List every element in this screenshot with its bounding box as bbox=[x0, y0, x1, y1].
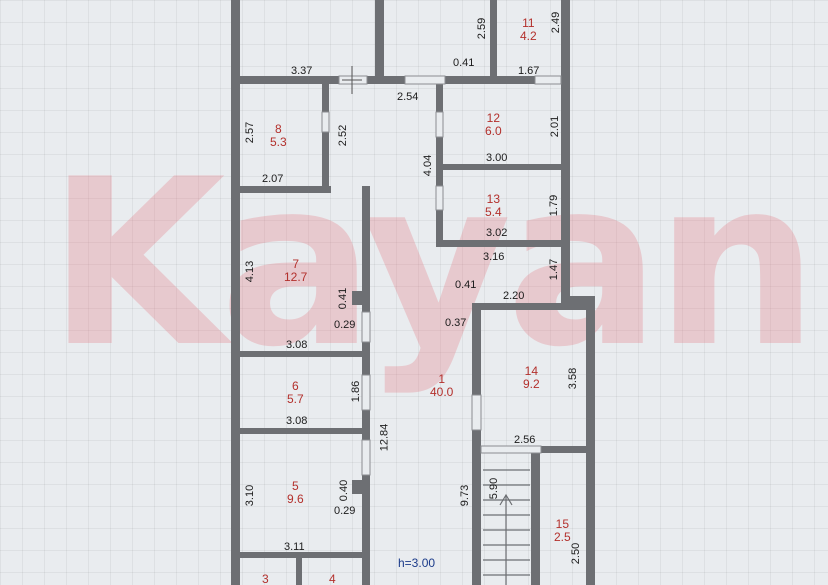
wall-outer-step bbox=[561, 296, 595, 304]
wall-room-15-left bbox=[531, 453, 540, 585]
wall-room-12-bottom bbox=[443, 164, 561, 170]
dim-label: 2.07 bbox=[262, 173, 284, 185]
dim-label: 0.29 bbox=[334, 319, 356, 331]
dim-label: 3.00 bbox=[486, 152, 508, 164]
dim-label: 2.59 bbox=[476, 17, 489, 40]
room-3-label: 3 bbox=[262, 572, 269, 585]
wall-room-8-bottom bbox=[231, 186, 331, 193]
ceiling-height-label: h=3.00 bbox=[398, 556, 436, 570]
room-4-label: 4 bbox=[329, 572, 336, 585]
door-room-5 bbox=[361, 439, 371, 476]
dim-label: 3.08 bbox=[286, 339, 308, 351]
dim-label: 5.90 bbox=[488, 477, 501, 500]
door-room-13 bbox=[435, 185, 444, 211]
dim-label: 2.01 bbox=[549, 115, 562, 138]
door-room-6 bbox=[361, 374, 371, 411]
staircase bbox=[483, 469, 530, 585]
wall-room-12-left bbox=[436, 84, 443, 246]
column-b bbox=[352, 480, 362, 494]
dim-label: 0.41 bbox=[337, 287, 350, 310]
door-room-14 bbox=[471, 394, 482, 431]
wall-outer-right-upper bbox=[561, 0, 570, 300]
dim-label: 4.13 bbox=[244, 260, 257, 283]
door-room-7 bbox=[361, 311, 371, 343]
dim-label: 3.02 bbox=[486, 227, 508, 239]
dim-label: 2.56 bbox=[514, 434, 536, 446]
dim-label: 0.40 bbox=[338, 479, 351, 502]
dim-label: 2.52 bbox=[337, 124, 350, 147]
dim-label: 3.37 bbox=[291, 65, 313, 77]
dim-label: 3.10 bbox=[244, 484, 257, 507]
dim-label: 1.79 bbox=[548, 194, 561, 217]
dim-label: 0.41 bbox=[453, 57, 475, 69]
dim-label: 2.54 bbox=[397, 91, 419, 103]
dim-label: 3.11 bbox=[284, 541, 305, 553]
wall-outer-left bbox=[231, 0, 240, 585]
door-room-11 bbox=[534, 75, 562, 85]
dim-label: 2.49 bbox=[550, 11, 563, 34]
wall-room-14-top bbox=[472, 303, 592, 310]
dim-label: 3.08 bbox=[286, 415, 308, 427]
dim-label: 12.84 bbox=[378, 423, 391, 452]
wall-room-14-left bbox=[472, 303, 481, 585]
wall-top-partition bbox=[375, 0, 384, 80]
door-room-8 bbox=[321, 111, 330, 133]
wall-room-8-right bbox=[322, 84, 329, 190]
wall-top-rooms-bottom-b bbox=[367, 76, 537, 84]
wall-room-11-left bbox=[490, 0, 497, 80]
wall-room-13-bottom bbox=[436, 240, 561, 247]
door-room-12 bbox=[435, 111, 444, 138]
dim-label: 3.58 bbox=[567, 367, 580, 390]
wall-room-6-bottom bbox=[231, 428, 370, 434]
dim-label: 2.57 bbox=[244, 121, 257, 144]
wall-top-rooms-bottom-a bbox=[231, 76, 339, 84]
dim-label: 1.47 bbox=[548, 258, 561, 281]
dim-label: 1.67 bbox=[518, 65, 540, 77]
door-top-mid bbox=[404, 75, 446, 85]
wall-room-3-4-divider bbox=[296, 558, 302, 585]
dim-label: 1.86 bbox=[350, 380, 363, 403]
dim-label: 4.04 bbox=[422, 154, 435, 177]
wall-room-5-bottom bbox=[231, 552, 370, 558]
stair-opening bbox=[480, 445, 542, 454]
dim-label: 0.37 bbox=[445, 317, 467, 329]
wall-room-7-bottom bbox=[231, 351, 370, 357]
dim-label: 0.41 bbox=[455, 279, 477, 291]
dim-label: 0.29 bbox=[334, 505, 356, 517]
dim-label: 2.20 bbox=[503, 290, 525, 302]
wall-outer-right-lower bbox=[586, 300, 595, 585]
dim-label: 9.73 bbox=[459, 484, 472, 507]
dim-label: 2.50 bbox=[570, 542, 583, 565]
dim-label: 3.16 bbox=[483, 251, 505, 263]
column-a bbox=[352, 291, 362, 305]
